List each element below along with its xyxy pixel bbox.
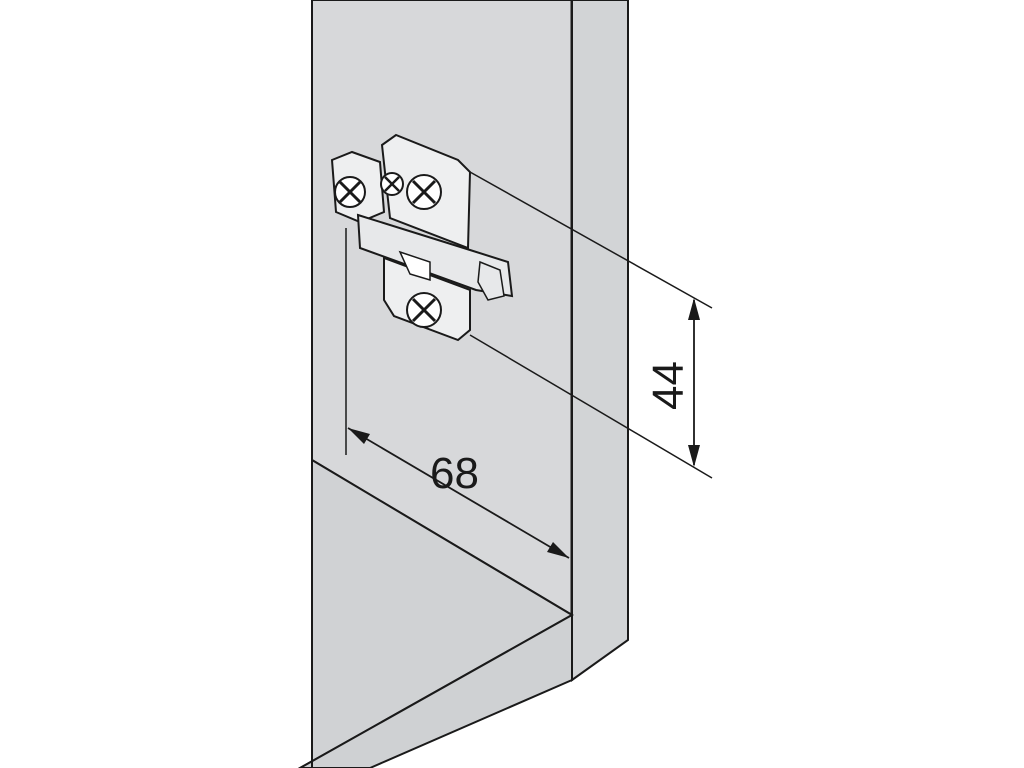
extension-line-44-bottom (469, 334, 713, 479)
arrowhead-68-right (547, 542, 569, 558)
cabinet-front-edge (571, 0, 629, 682)
dimension-label-68: 68 (430, 449, 479, 498)
arrowhead-44-top (688, 298, 700, 320)
screw-top-icon (406, 174, 442, 210)
extension-line-44-top (469, 171, 713, 309)
cabinet-bottom-front (297, 613, 573, 768)
screw-left-icon (334, 176, 366, 208)
arrowhead-68-left (348, 428, 370, 444)
screw-bottom-icon (406, 292, 442, 328)
mounting-plate (330, 133, 514, 342)
dimension-label-44: 44 (644, 361, 693, 410)
arrowhead-44-bottom (688, 445, 700, 467)
screw-adjust-icon (380, 172, 404, 196)
dimension-line-68 (347, 427, 570, 559)
